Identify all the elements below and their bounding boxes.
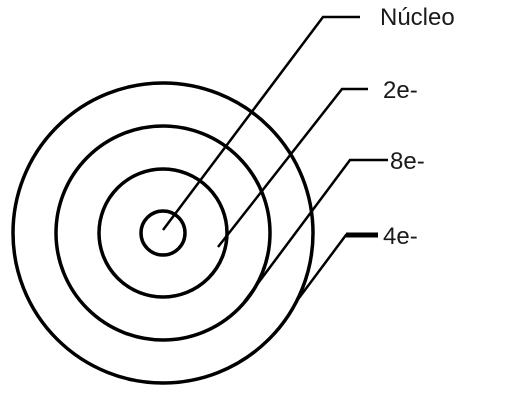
shell-1-label: 2e- [383, 77, 418, 104]
shell-3-circle [11, 81, 315, 385]
shell-2-leader-line [242, 158, 388, 303]
shell-2-circle [54, 124, 272, 342]
nucleus-label: Núcleo [380, 4, 455, 31]
nucleus-leader-line [162, 15, 360, 231]
shell-1-leader-line [217, 87, 368, 248]
shell-1-circle [97, 167, 229, 299]
nucleus-circle [139, 209, 187, 257]
shell-2-label: 8e- [390, 148, 425, 175]
shell-3-label: 4e- [383, 223, 418, 250]
